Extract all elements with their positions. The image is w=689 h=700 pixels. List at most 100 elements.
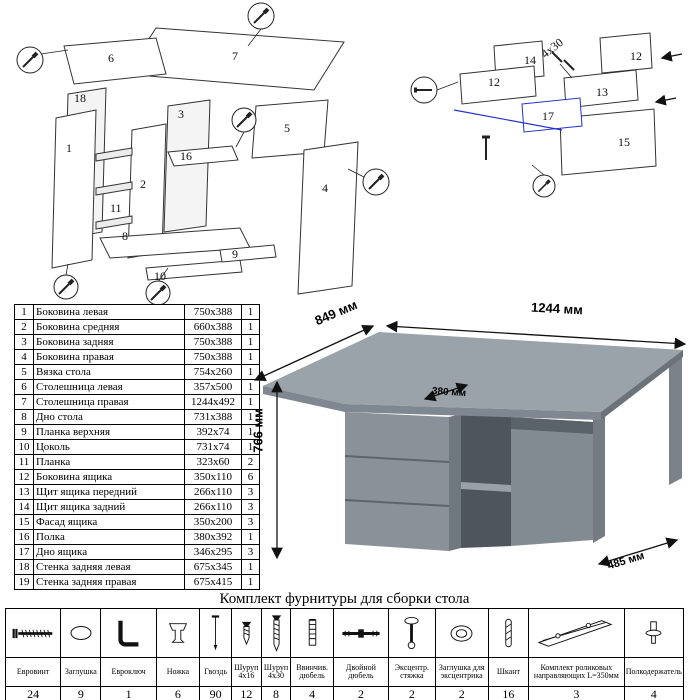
parts-cell-qty: 3 xyxy=(241,514,260,530)
parts-cell-num: 18 xyxy=(14,559,34,575)
part-number-label: 18 xyxy=(74,91,86,105)
part-number-label: 13 xyxy=(596,85,608,99)
parts-cell-name: Планка верхняя xyxy=(33,424,185,440)
parts-cell-name: Стенка задняя левая xyxy=(33,559,185,575)
hardware-item-qty: 4 xyxy=(291,687,334,700)
parts-cell-size: 731x388 xyxy=(184,409,242,425)
parts-cell-size: 350x200 xyxy=(184,514,242,530)
part-number-label: 7 xyxy=(232,49,238,63)
parts-cell-size: 266x110 xyxy=(184,499,242,515)
hardware-item-qty: 9 xyxy=(61,687,102,700)
hardware-item-qty: 3 xyxy=(529,687,625,700)
parts-cell-name: Фасад ящика xyxy=(33,514,185,530)
hardware-item-name: Евроключ xyxy=(101,658,157,687)
hardware-item-name: Полкодержатель xyxy=(624,658,684,687)
screw-4x16-icon xyxy=(232,609,262,658)
hardware-item-name: Эксцентр. стяжка xyxy=(389,658,436,687)
part-number-label: 10 xyxy=(154,269,166,283)
parts-cell-name: Вязка стола xyxy=(33,364,185,380)
parts-cell-num: 13 xyxy=(14,484,34,500)
parts-cell-name: Столешница правая xyxy=(33,394,185,410)
part-number-label: 12 xyxy=(630,49,642,63)
assembly-direction-arrows xyxy=(654,50,683,106)
parts-cell-num: 10 xyxy=(14,439,34,455)
part-number-label: 12 xyxy=(488,75,500,89)
parts-cell-name: Щит ящика задний xyxy=(33,499,185,515)
hardware-item-name: Шуруп 4x16 xyxy=(232,658,262,687)
hardware-item-qty: 1 xyxy=(101,687,157,700)
parts-cell-name: Полка xyxy=(33,529,185,545)
confirmat-screw-icon xyxy=(6,609,62,658)
part-number-label: 1 xyxy=(66,141,72,155)
parts-cell-num: 8 xyxy=(14,409,34,425)
desk-body xyxy=(263,332,683,551)
hardware-item-name: Заглушка xyxy=(61,658,102,687)
parts-cell-num: 19 xyxy=(14,574,34,590)
exploded-drawer-diagram: 14 12 12 13 17 15 4x30 xyxy=(402,20,689,210)
part-number-label: 8 xyxy=(122,229,128,243)
parts-cell-size: 1244x492 xyxy=(184,394,242,410)
hardware-kit-title: Комплект фурнитуры для сборки стола xyxy=(219,591,470,607)
leg-icon xyxy=(156,609,201,658)
parts-cell-size: 675x415 xyxy=(184,574,242,590)
hardware-item-name: Шуруп 4x30 xyxy=(261,658,292,687)
parts-cell-name: Дно ящика xyxy=(33,544,185,560)
double-dowel-icon xyxy=(333,609,390,658)
parts-cell-num: 7 xyxy=(14,394,34,410)
parts-cell-qty: 1 xyxy=(241,574,260,590)
nail-icon xyxy=(200,609,232,658)
parts-cell-qty: 1 xyxy=(241,439,260,455)
hardware-item-qty: 2 xyxy=(334,687,390,700)
dimension-arrows xyxy=(253,320,687,567)
screw-in-dowel-icon xyxy=(291,609,334,658)
hardware-item-name: Гвоздь xyxy=(200,658,232,687)
cam-bolt-icon xyxy=(389,609,436,658)
parts-cell-size: 323x60 xyxy=(184,454,242,470)
drawer-slide-icon xyxy=(529,609,625,658)
hardware-item-name: Евровинт xyxy=(6,658,62,687)
parts-cell-num: 3 xyxy=(14,334,34,350)
hardware-item-name: Двойной дюбель xyxy=(333,658,390,687)
assembled-desk-drawing xyxy=(253,320,687,567)
hex-key-icon xyxy=(101,609,157,658)
dimension-766: 766 мм xyxy=(250,408,266,453)
parts-cell-size: 357x500 xyxy=(184,379,242,395)
parts-cell-name: Боковина задняя xyxy=(33,334,185,350)
parts-cell-size: 754x260 xyxy=(184,364,242,380)
exploded-desk-drawing xyxy=(16,2,390,306)
parts-cell-num: 12 xyxy=(14,469,34,485)
hardware-item-name: Комплект роликовых направляющих L=350мм xyxy=(529,658,625,687)
part-number-label: 11 xyxy=(110,201,122,215)
parts-cell-size: 750x388 xyxy=(184,304,242,320)
parts-cell-num: 1 xyxy=(14,304,34,320)
drawer-panels xyxy=(459,32,657,176)
parts-cell-num: 5 xyxy=(14,364,34,380)
hardware-item-qty: 8 xyxy=(262,687,292,700)
exploded-desk-diagram: 6 7 18 1 5 3 16 2 11 8 9 10 4 xyxy=(8,2,408,306)
parts-cell-name: Боковина левая xyxy=(33,304,185,320)
parts-cell-num: 16 xyxy=(14,529,34,545)
hardware-item-qty: 2 xyxy=(436,687,489,700)
parts-cell-size: 750x388 xyxy=(184,334,242,350)
parts-cell-name: Планка xyxy=(33,454,185,470)
parts-cell-num: 6 xyxy=(14,379,34,395)
part-number-label: 2 xyxy=(140,177,146,191)
hardware-item-name: Заглушка для эксцентрика xyxy=(435,658,489,687)
hardware-item-name: Ввинчив. дюбель xyxy=(291,658,334,687)
parts-cell-name: Цоколь xyxy=(33,439,185,455)
wood-dowel-icon xyxy=(488,609,530,658)
screw-4x30-glyphs xyxy=(551,51,575,79)
hardware-item-qty: 90 xyxy=(200,687,232,700)
